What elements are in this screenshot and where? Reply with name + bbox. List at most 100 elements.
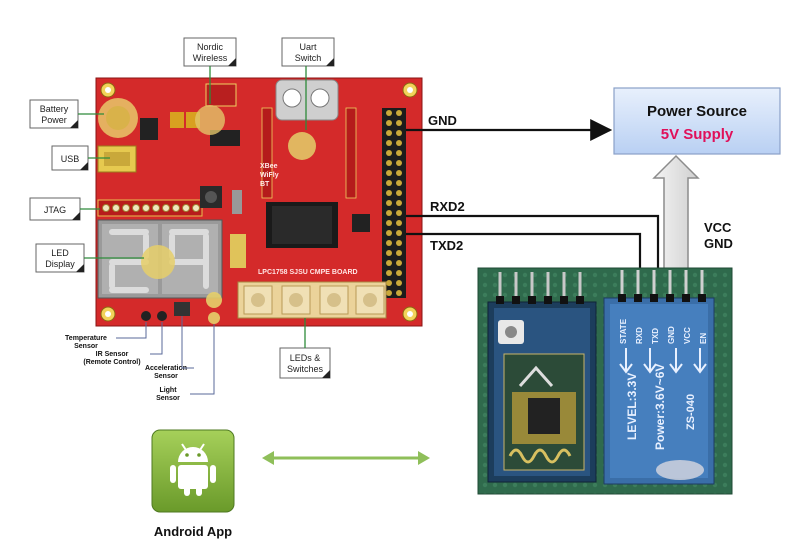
bt-pin-label: GND — [667, 326, 676, 344]
bt-pin-base — [634, 294, 642, 302]
power-source-title: Power Source — [647, 103, 747, 120]
board-silkscreen: LPC1758 SJSU CMPE BOARD — [258, 269, 358, 276]
header-pin — [396, 170, 402, 176]
temp-sensor-label-2: Sensor — [74, 343, 98, 350]
light-sensor-label-2: Sensor — [156, 395, 180, 402]
callout-led-display: LED Display — [35, 243, 144, 273]
bt-pin-left — [562, 272, 566, 302]
callout-usb: USB — [51, 145, 110, 171]
callout-nordic: Nordic Wireless — [183, 37, 237, 104]
callout-battery: Battery Power — [29, 99, 104, 129]
bt-pin-label: RXD — [635, 327, 644, 344]
header-pin — [386, 160, 392, 166]
android-app[interactable]: Android App — [151, 429, 235, 539]
bluetooth-link-arrow — [262, 451, 430, 465]
header-pin — [386, 110, 392, 116]
header-pin — [396, 210, 402, 216]
mcu-chip — [266, 202, 338, 248]
bt-pin-right — [636, 270, 640, 300]
header-pin — [396, 120, 402, 126]
right-pin-header — [382, 108, 406, 298]
uart-switch — [275, 79, 339, 160]
bt-pin-base — [512, 296, 520, 304]
ir-sensor-label-2: (Remote Control) — [83, 359, 140, 366]
led-display-label-1: LED — [51, 248, 69, 258]
bt-power-text: Power:3.6V~6V — [653, 364, 667, 450]
header-pin — [396, 270, 402, 276]
bt-model-text: ZS-040 — [685, 394, 697, 430]
header-pin — [396, 110, 402, 116]
uart-label-2: Switch — [295, 53, 322, 63]
usb-connector — [97, 145, 137, 173]
header-pin — [396, 290, 402, 296]
header-pin — [386, 140, 392, 146]
uart-label-1: Uart — [299, 42, 317, 52]
bt-pin-base — [698, 294, 706, 302]
nordic-label-2: Wireless — [193, 53, 228, 63]
header-pin — [386, 250, 392, 256]
header-pin — [386, 210, 392, 216]
header-pin — [386, 150, 392, 156]
bt-pin-left — [578, 272, 582, 302]
bt-pin-base — [576, 296, 584, 304]
jtag-pin — [152, 204, 160, 212]
xbee-header: XBee WiFly BT — [260, 107, 357, 199]
header-pin — [386, 280, 392, 286]
jtag-pin — [142, 204, 150, 212]
bt-label: BT — [260, 181, 270, 188]
gnd2-signal-label: GND — [704, 236, 733, 251]
jtag-label: JTAG — [44, 205, 66, 215]
jtag-pin — [162, 204, 170, 212]
gnd-wire: GND — [406, 113, 613, 141]
vcc-gnd-arrow: VCC GND — [652, 154, 733, 271]
header-pin — [396, 150, 402, 156]
battery-label-2: Power — [41, 115, 67, 125]
jtag-pin — [192, 204, 200, 212]
jtag-pin — [112, 204, 120, 212]
header-pin — [386, 260, 392, 266]
header-pin — [396, 240, 402, 246]
header-pin — [396, 230, 402, 236]
header-pin — [386, 230, 392, 236]
android-robot-icon — [170, 443, 216, 496]
header-pin — [396, 200, 402, 206]
led-display — [97, 219, 223, 299]
callout-uart: Uart Switch — [281, 37, 335, 130]
accel-sensor-label-1: Acceleration — [145, 365, 187, 372]
light-sensor-label-1: Light — [159, 387, 177, 394]
header-pin — [386, 290, 392, 296]
header-pin — [396, 220, 402, 226]
bt-pin-right — [684, 270, 688, 300]
callout-jtag: JTAG — [29, 197, 100, 221]
bt-pin-right — [668, 270, 672, 300]
power-source-subtitle: 5V Supply — [661, 126, 734, 143]
bt-pin-label: TXD — [651, 328, 660, 344]
battery-label-1: Battery — [40, 104, 69, 114]
bt-pin-left — [498, 272, 502, 302]
header-pin — [396, 180, 402, 186]
bt-pin-base — [682, 294, 690, 302]
rxd2-signal-label: RXD2 — [430, 199, 465, 214]
bt-pin-base — [496, 296, 504, 304]
jtag-pin — [132, 204, 140, 212]
wifly-label: WiFly — [260, 172, 279, 179]
header-pin — [386, 180, 392, 186]
leds-switches-label-2: Switches — [287, 364, 324, 374]
callout-leds-switches: LEDs & Switches — [279, 318, 331, 379]
bt-pin-label: VCC — [683, 327, 692, 344]
sjsu-board: XBee WiFly BT — [95, 77, 423, 327]
header-pin — [396, 250, 402, 256]
sensor-labels: Temperature Sensor IR Sensor (Remote Con… — [65, 316, 215, 402]
header-pin — [396, 140, 402, 146]
jtag-pin — [122, 204, 130, 212]
header-pin — [386, 190, 392, 196]
jtag-pin — [102, 204, 110, 212]
battery-holder — [98, 98, 138, 138]
bt-level-text: LEVEL:3.3V — [625, 373, 639, 440]
ir-sensor-label-1: IR Sensor — [96, 351, 129, 358]
temp-sensor-label-1: Temperature — [65, 335, 107, 342]
header-pin — [396, 260, 402, 266]
jtag-header — [97, 199, 203, 217]
